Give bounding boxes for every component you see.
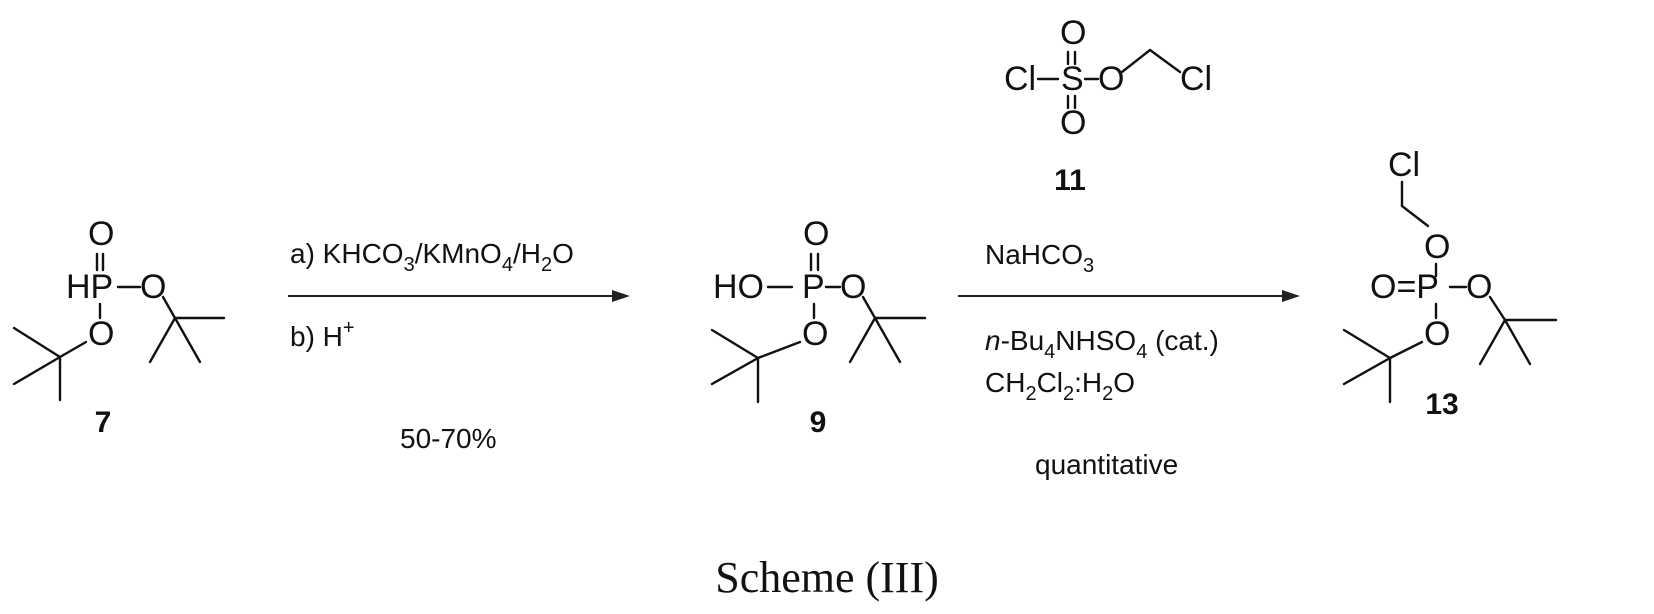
step1-reagent-a: a) KHCO3/KMnO4/H2O bbox=[290, 238, 574, 276]
c11-oxygen-right: O bbox=[1098, 60, 1124, 98]
step1-reagent-b: b) H+ bbox=[290, 317, 355, 352]
step2-reagent-bicarbonate: NaHCO3 bbox=[985, 239, 1094, 277]
c9-number: 9 bbox=[810, 406, 827, 439]
c11-sulfur: S bbox=[1061, 60, 1084, 98]
c13-tbu-right-methyl-3 bbox=[1505, 320, 1530, 364]
reaction-step-2: NaHCO3 n-Bu4NHSO4 (cat.) CH2Cl2:H2O quan… bbox=[958, 239, 1300, 480]
c13-chlorine: Cl bbox=[1388, 146, 1420, 184]
c13-oxygen-bottom: O bbox=[1424, 315, 1450, 353]
c11-bond-CH2-Cl bbox=[1150, 50, 1180, 72]
c9-oxygen-bottom: O bbox=[802, 315, 828, 353]
c9-tbu-right-methyl-2 bbox=[850, 318, 875, 362]
c13-tbu-left-methyl-2 bbox=[1344, 358, 1390, 384]
step1-arrow-head bbox=[612, 290, 630, 302]
c11-oxygen-top: O bbox=[1060, 14, 1086, 52]
c13-number: 13 bbox=[1425, 388, 1458, 421]
c9-phosphorus: P bbox=[802, 268, 825, 306]
c7-oxygen-bottom: O bbox=[88, 315, 114, 353]
compound-13: Cl O O=P O O 13 bbox=[1344, 146, 1556, 421]
c11-chlorine-left: Cl bbox=[1004, 60, 1036, 98]
c9-tbu-left-methyl-1 bbox=[712, 330, 758, 358]
c13-bond-CH2-O bbox=[1402, 206, 1428, 226]
c7-tbu-left-methyl-1 bbox=[14, 328, 60, 357]
step1-yield: 50-70% bbox=[400, 423, 497, 454]
c11-number: 11 bbox=[1054, 164, 1086, 197]
c13-bond-O-C-right bbox=[1490, 297, 1505, 320]
c9-oxygen-right: O bbox=[840, 268, 866, 306]
c13-phosphoryl: O=P bbox=[1370, 268, 1439, 306]
c7-number: 7 bbox=[95, 406, 112, 439]
c9-tbu-left-methyl-2 bbox=[712, 358, 758, 384]
c11-oxygen-bottom: O bbox=[1060, 104, 1086, 142]
c13-bond-O-C bbox=[1390, 342, 1422, 358]
compound-11: O Cl S O O Cl 11 bbox=[1004, 14, 1212, 197]
step2-solvent: CH2Cl2:H2O bbox=[985, 367, 1135, 405]
c9-hydroxyl: HO bbox=[713, 268, 764, 306]
step2-arrow-head bbox=[1282, 290, 1300, 302]
c7-oxygen-right: O bbox=[140, 268, 166, 306]
step2-catalyst: n-Bu4NHSO4 (cat.) bbox=[985, 325, 1219, 363]
reaction-step-1: a) KHCO3/KMnO4/H2O b) H+ 50-70% bbox=[288, 238, 630, 454]
c9-bond-O-C-right bbox=[863, 297, 875, 318]
compound-9: O HO P O O 9 bbox=[712, 215, 925, 439]
c11-chlorine-right: Cl bbox=[1180, 60, 1212, 98]
c13-oxygen-right: O bbox=[1466, 268, 1492, 306]
c11-bond-O-CH2 bbox=[1122, 50, 1150, 72]
c7-tbu-right-methyl-3 bbox=[175, 318, 200, 362]
step2-yield: quantitative bbox=[1035, 449, 1178, 480]
c7-bond-O-C-right bbox=[163, 297, 175, 318]
compound-7: O HP O O 7 bbox=[14, 215, 224, 439]
scheme-caption: Scheme (III) bbox=[715, 553, 939, 602]
c13-tbu-right-methyl-2 bbox=[1480, 320, 1505, 364]
c7-oxygen-top: O bbox=[88, 215, 114, 253]
c7-phosphorus: HP bbox=[66, 268, 113, 306]
c9-bond-O-C bbox=[758, 342, 800, 358]
c9-tbu-right-methyl-3 bbox=[875, 318, 900, 362]
c7-tbu-left-methyl-2 bbox=[14, 357, 60, 384]
c13-tbu-left-methyl-1 bbox=[1344, 330, 1390, 358]
c13-oxygen-top: O bbox=[1424, 228, 1450, 266]
c7-tbu-right-methyl-2 bbox=[150, 318, 175, 362]
c7-bond-O-C bbox=[60, 342, 86, 357]
c9-oxygen-top: O bbox=[803, 215, 829, 253]
